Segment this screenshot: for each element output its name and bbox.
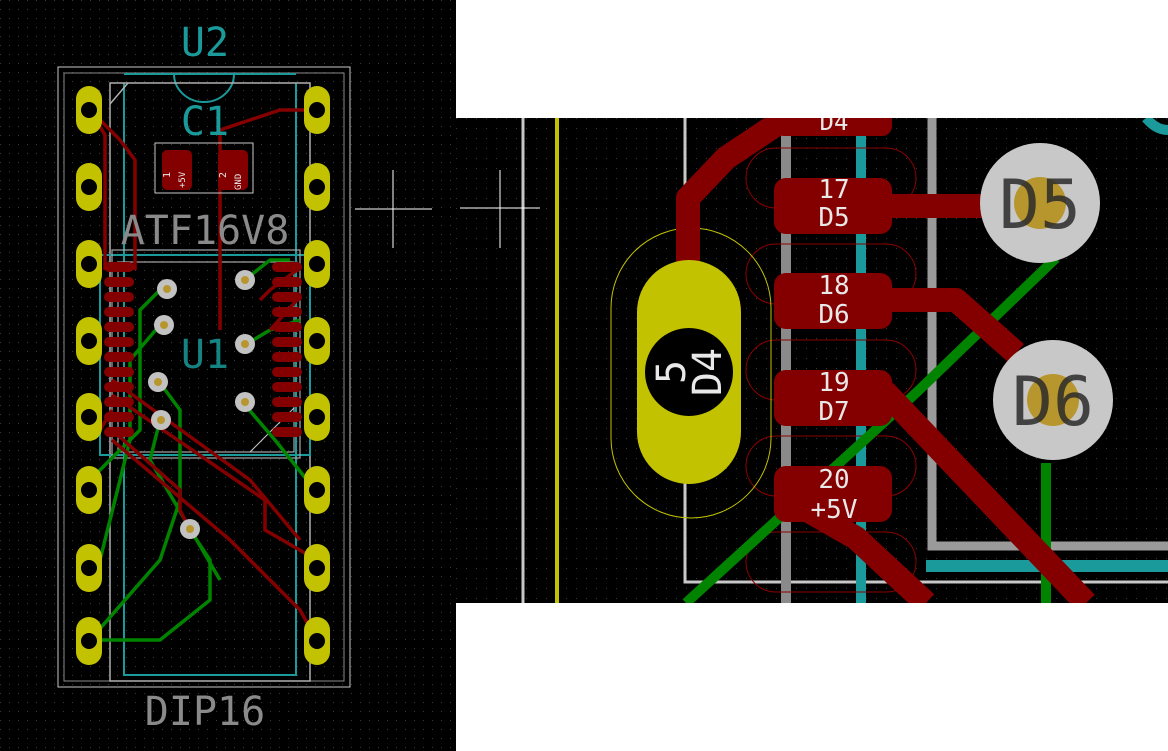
smd-pad-top-net: D4 [820,118,849,136]
pad-20-net: +5V [811,495,858,525]
board-outline [57,66,351,688]
c1-pad1-num: 1 [162,172,173,178]
c1-pad-2[interactable] [218,150,248,190]
grid-dots [0,0,456,751]
pad-19-num: 19 [818,368,849,398]
zoom-crosshair [460,170,540,248]
c1-pad2-net: GND [234,174,244,190]
smd-pad-17[interactable]: 17 D5 [774,175,892,234]
c1-pad-1[interactable] [162,150,192,190]
u2-notch [173,73,235,103]
ref-u2: U2 [181,20,229,66]
vias-overview[interactable] [148,270,255,539]
u1-smd-pads[interactable] [104,262,302,437]
pad-18-net: D6 [818,300,849,330]
value-atf16v8: ATF16V8 [121,208,290,254]
pad-20-num: 20 [818,465,849,495]
via-d6[interactable]: D6 [993,340,1113,460]
pad-17-num: 17 [818,175,849,205]
smd-pad-18[interactable]: 18 D6 [774,271,892,330]
back-copper-traces-zoom [682,254,1060,603]
tht-pad-5-num: 5 [649,360,695,384]
pad-18-num: 18 [818,271,849,301]
pcb-zoom-canvas[interactable]: D4 17 D5 18 D6 19 D7 20 +5V 5 D4 [456,118,1168,603]
pad-19-net: D7 [818,397,849,427]
via-d5[interactable]: D5 [980,143,1100,263]
pcb-overview-canvas[interactable]: 1 +5V 2 GND [0,0,456,751]
smd-pad-20[interactable]: 20 +5V [774,465,892,525]
smd-pad-top[interactable] [774,118,892,136]
via-d6-net: D6 [1012,363,1094,442]
c1-courtyard [154,142,254,194]
ref-c1: C1 [181,99,229,145]
dip-pads-right[interactable] [304,86,330,665]
tht-pad-5-net: D4 [685,348,731,396]
ref-u1: U1 [181,332,229,378]
smd-pad-19[interactable]: 19 D7 [774,368,892,427]
silk-arc-corner [1142,118,1168,135]
crosshair-cursor [355,170,432,248]
dip-pads-left[interactable] [76,86,102,665]
value-dip16: DIP16 [145,689,265,735]
c1-pad1-net: +5V [178,171,188,188]
via-d5-net: D5 [999,166,1081,245]
courtyard-frame [927,118,1168,551]
pad-17-net: D5 [818,203,849,233]
u2-silkscreen-body [123,83,297,676]
tht-pad-5[interactable]: 5 D4 [637,260,741,484]
c1-pad2-num: 2 [218,172,229,178]
